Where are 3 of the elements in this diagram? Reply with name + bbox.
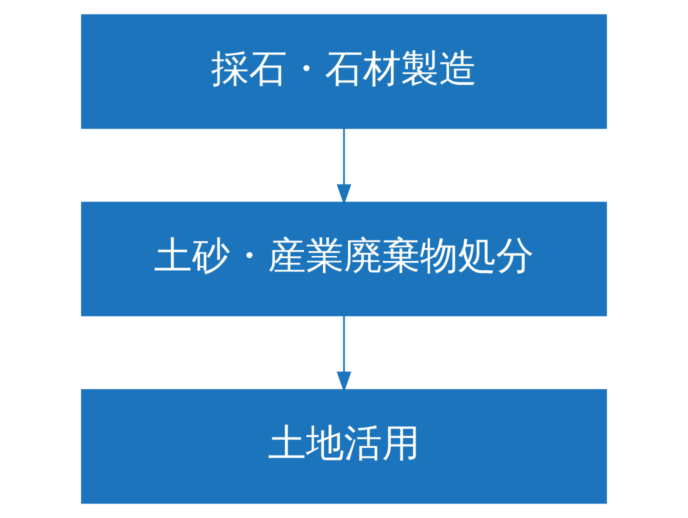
node-box: 土地活用 (81, 389, 607, 504)
node-box: 土砂・産業廃棄物処分 (81, 202, 607, 316)
node-box: 採石・石材製造 (81, 14, 607, 129)
